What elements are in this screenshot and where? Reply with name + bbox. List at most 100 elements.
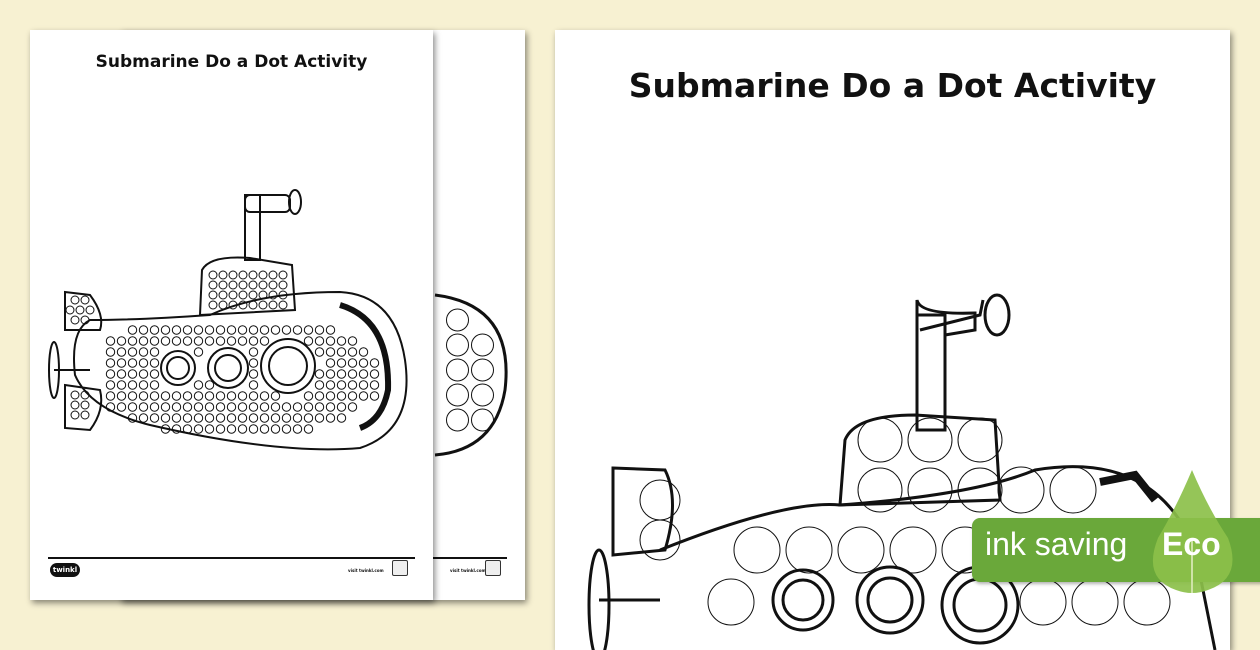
dot-circle bbox=[80, 390, 90, 400]
dot-circle bbox=[358, 369, 369, 379]
dot-circle bbox=[259, 336, 270, 346]
dot-circle bbox=[127, 369, 138, 379]
dot-circle bbox=[226, 413, 237, 423]
dot-circle bbox=[149, 380, 160, 390]
dot-circle bbox=[369, 380, 380, 390]
dot-circle bbox=[238, 270, 248, 280]
dot-circle bbox=[171, 391, 182, 401]
dot-circle bbox=[171, 402, 182, 412]
dot-circle bbox=[182, 413, 193, 423]
dot-circle bbox=[369, 369, 380, 379]
dot-circle bbox=[193, 391, 204, 401]
dot-circle bbox=[127, 380, 138, 390]
dot-circle bbox=[208, 280, 218, 290]
dot-circle bbox=[258, 290, 268, 300]
dot-circle bbox=[65, 305, 75, 315]
dot-circle bbox=[336, 413, 347, 423]
dot-circle bbox=[70, 315, 80, 325]
dot-circle bbox=[270, 391, 281, 401]
dot-circle bbox=[325, 402, 336, 412]
dot-circle bbox=[314, 347, 325, 357]
dot-circle bbox=[105, 380, 116, 390]
twinkl-badge-icon bbox=[392, 560, 408, 576]
dot-circle bbox=[149, 369, 160, 379]
dot-circle bbox=[149, 347, 160, 357]
dot-circle bbox=[160, 413, 171, 423]
dot-circle bbox=[228, 300, 238, 310]
dot-circle bbox=[138, 358, 149, 368]
dot-circle bbox=[238, 300, 248, 310]
twinkl-logo: twinkl bbox=[50, 563, 80, 577]
dot-circle bbox=[303, 402, 314, 412]
dot-circle bbox=[785, 526, 833, 574]
dot-circle bbox=[228, 270, 238, 280]
dot-circle bbox=[303, 424, 314, 434]
dot-circle bbox=[160, 424, 171, 434]
dot-circle bbox=[336, 391, 347, 401]
footer-visit-text: visit twinkl.com bbox=[348, 568, 384, 573]
dot-circle bbox=[303, 325, 314, 335]
dot-circle bbox=[325, 391, 336, 401]
dot-circle bbox=[160, 336, 171, 346]
dot-circle bbox=[278, 290, 288, 300]
dot-circle bbox=[446, 358, 469, 382]
dot-circle bbox=[358, 358, 369, 368]
dot-circle bbox=[336, 336, 347, 346]
dot-circle bbox=[80, 315, 90, 325]
dot-circle bbox=[105, 347, 116, 357]
worksheet-page-thumbnail: Submarine Do a Dot Activity twinkl visit… bbox=[30, 30, 433, 600]
dot-circle bbox=[248, 290, 258, 300]
dot-circle bbox=[733, 526, 781, 574]
dot-circle bbox=[193, 380, 204, 390]
dot-circle bbox=[105, 358, 116, 368]
dot-circle bbox=[292, 413, 303, 423]
dot-circle bbox=[237, 391, 248, 401]
dot-circle bbox=[248, 380, 259, 390]
dot-circle bbox=[218, 300, 228, 310]
dot-circle bbox=[358, 380, 369, 390]
dot-circle bbox=[193, 325, 204, 335]
dot-circle bbox=[347, 347, 358, 357]
dot-circle bbox=[259, 402, 270, 412]
dot-circle bbox=[303, 413, 314, 423]
dot-circle bbox=[138, 402, 149, 412]
dot-circle bbox=[248, 424, 259, 434]
dot-circle bbox=[182, 325, 193, 335]
dot-circle bbox=[226, 424, 237, 434]
dot-circle bbox=[149, 336, 160, 346]
dot-circle bbox=[314, 380, 325, 390]
dot-circle bbox=[193, 413, 204, 423]
dot-circle bbox=[292, 424, 303, 434]
dot-circle bbox=[314, 336, 325, 346]
dot-circle bbox=[347, 402, 358, 412]
dot-circle bbox=[116, 369, 127, 379]
dot-circle bbox=[268, 290, 278, 300]
dot-circle bbox=[204, 413, 215, 423]
dot-circle bbox=[278, 300, 288, 310]
dot-circle bbox=[105, 391, 116, 401]
dot-circle bbox=[105, 402, 116, 412]
dot-circle bbox=[149, 325, 160, 335]
dot-circle bbox=[171, 336, 182, 346]
dot-circle bbox=[248, 369, 259, 379]
dot-circle bbox=[218, 280, 228, 290]
dot-circle bbox=[116, 402, 127, 412]
dot-circle bbox=[471, 408, 494, 432]
dot-circle bbox=[1071, 578, 1119, 626]
dot-circle bbox=[215, 424, 226, 434]
dot-circle bbox=[70, 410, 80, 420]
dot-circle bbox=[347, 391, 358, 401]
dot-circle bbox=[325, 369, 336, 379]
dot-circle bbox=[325, 358, 336, 368]
dot-circle bbox=[336, 369, 347, 379]
dot-circle bbox=[204, 424, 215, 434]
twinkl-badge-icon bbox=[485, 560, 501, 576]
dot-circle bbox=[707, 578, 755, 626]
dot-circle bbox=[85, 305, 95, 315]
dot-circle bbox=[105, 369, 116, 379]
dot-circle bbox=[138, 391, 149, 401]
dot-circle bbox=[116, 380, 127, 390]
dot-circle bbox=[171, 413, 182, 423]
dot-circle bbox=[138, 413, 149, 423]
dot-circle bbox=[259, 391, 270, 401]
